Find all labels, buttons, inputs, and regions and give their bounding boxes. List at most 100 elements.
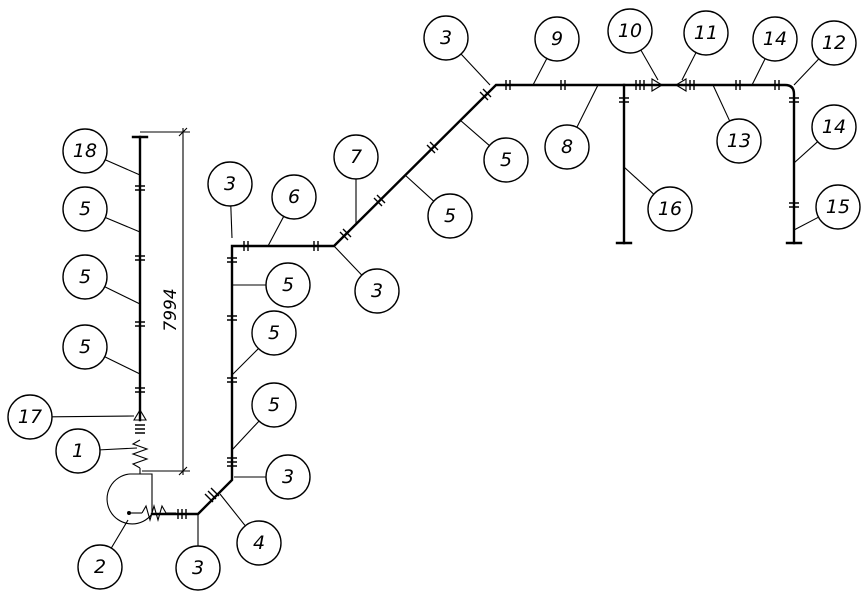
callout-label: 13 — [727, 130, 751, 152]
callout-14: 14 — [793, 104, 857, 164]
callout-bubble — [207, 161, 253, 207]
callout-label: 12 — [822, 32, 846, 54]
callout-label: 8 — [561, 136, 573, 158]
callout-bubble — [265, 262, 311, 308]
flex-connector-vertical — [131, 439, 149, 469]
callout-label: 14 — [822, 116, 846, 138]
flange-diag-4 — [479, 88, 492, 101]
flange-top-1 — [505, 80, 511, 90]
flange-horiz-2 — [313, 241, 319, 251]
callout-17: 17 — [7, 394, 135, 440]
leader-line — [104, 356, 141, 375]
callout-bubble — [7, 394, 53, 440]
flange-left-3 — [135, 321, 145, 327]
leader-line — [219, 493, 246, 527]
flange-diag-3 — [426, 141, 439, 154]
callout-bubble — [175, 545, 221, 591]
callout-label: 4 — [253, 532, 265, 554]
leader-line — [333, 245, 363, 276]
callout-bubble — [354, 268, 400, 314]
callout-bubble — [77, 544, 123, 590]
leader-line — [110, 519, 129, 549]
callout-7: 7 — [333, 134, 379, 223]
callout-5: 5 — [459, 119, 529, 183]
callout-bubble — [752, 16, 798, 62]
callout-bubble — [62, 128, 108, 174]
flange-left-5 — [135, 424, 145, 434]
callout-label: 5 — [268, 394, 280, 416]
callout-label: 5 — [268, 322, 280, 344]
flange-lowdiag-1 — [204, 487, 220, 503]
callout-label: 11 — [694, 22, 718, 44]
callout-label: 3 — [192, 557, 204, 579]
callout-9: 9 — [532, 16, 580, 86]
pipe-network — [131, 83, 803, 516]
leader-line — [459, 119, 490, 146]
leader-line — [460, 53, 491, 86]
callout-bubble — [815, 184, 861, 230]
callout-bubble — [647, 186, 693, 232]
leader-line — [751, 58, 766, 86]
leader-line — [712, 84, 731, 122]
leader-line — [576, 84, 599, 128]
callout-5: 5 — [62, 324, 141, 375]
callout-label: 15 — [826, 196, 850, 218]
leader-line — [793, 216, 819, 231]
leader-line — [793, 141, 819, 164]
callout-5: 5 — [231, 382, 297, 451]
callout-label: 9 — [551, 28, 563, 50]
leader-line — [532, 58, 548, 86]
callout-5: 5 — [62, 186, 141, 233]
callout-bubble — [333, 134, 379, 180]
callout-10: 10 — [607, 8, 659, 81]
callout-label: 5 — [79, 266, 91, 288]
callout-16: 16 — [623, 166, 693, 232]
flange-diag-2 — [373, 194, 386, 207]
leader-line — [104, 286, 141, 305]
callout-5: 5 — [62, 254, 141, 305]
leader-line — [681, 52, 697, 81]
callout-5: 5 — [404, 174, 473, 239]
callout-label: 6 — [288, 186, 300, 208]
callout-label: 1 — [72, 440, 84, 462]
leader-line — [99, 447, 138, 451]
flange-right-1 — [789, 97, 799, 103]
callout-bubble — [62, 324, 108, 370]
flange-top-3 — [635, 80, 645, 90]
callout-bubble — [236, 520, 282, 566]
callout-bubble — [251, 310, 297, 356]
callout-bubble — [534, 16, 580, 62]
callout-label: 3 — [371, 280, 383, 302]
flange-horiz-1 — [243, 241, 249, 251]
callout-label: 2 — [94, 556, 106, 578]
leader-line — [51, 415, 135, 418]
callout-bubble — [811, 20, 857, 66]
callout-15: 15 — [793, 184, 861, 231]
flange-top-6 — [774, 80, 780, 90]
callout-label: 18 — [73, 140, 97, 162]
callout-3: 3 — [175, 514, 221, 591]
callout-bubble — [716, 118, 762, 164]
flange-left-2 — [135, 255, 145, 261]
callout-3: 3 — [207, 161, 253, 239]
callout-13: 13 — [712, 84, 762, 164]
callout-label: 3 — [224, 173, 236, 195]
callout-1: 1 — [55, 428, 138, 474]
leader-line — [105, 216, 141, 233]
callout-label: 5 — [79, 336, 91, 358]
pump-body — [106, 473, 153, 525]
callout-3: 3 — [423, 15, 491, 86]
callout-bubble — [271, 174, 317, 220]
callout-2: 2 — [77, 519, 129, 590]
flex-connector-horizontal — [141, 503, 176, 523]
callout-label: 3 — [282, 466, 294, 488]
flange-left-1 — [135, 185, 145, 191]
leader-line — [104, 159, 141, 176]
callout-label: 5 — [444, 205, 456, 227]
flange-right-2 — [789, 202, 799, 208]
valve-symbols — [133, 78, 687, 421]
callout-label: 17 — [18, 406, 42, 428]
callout-label: 5 — [500, 149, 512, 171]
callout-label: 3 — [440, 27, 452, 49]
